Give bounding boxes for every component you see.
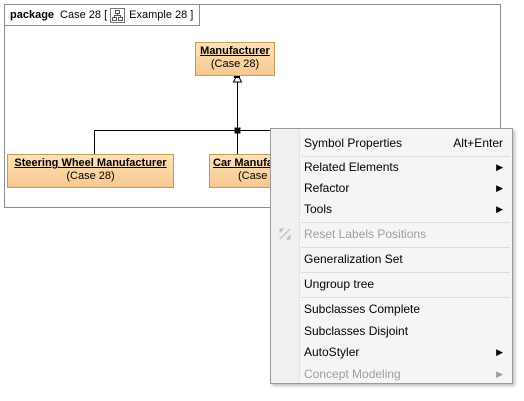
menu-item-label: Subclasses Complete [304,302,421,316]
menu-item-subclasses-complete[interactable]: Subclasses Complete [271,299,512,319]
frame-bracket: ] [190,9,194,21]
class-owner: (Case 28) [210,58,260,70]
class-car-manufacturer[interactable]: Car Manufa (Case 2 [209,154,279,188]
chevron-right-icon: ▶ [496,346,503,357]
menu-item-label: Concept Modeling [304,367,401,381]
menu-item-label: Tools [304,202,333,216]
menu-item-autostyler[interactable]: AutoStyler ▶ [271,342,512,362]
menu-item-symbol-properties[interactable]: Symbol Properties Alt+Enter [271,133,512,153]
menu-item-related-elements[interactable]: Related Elements ▶ [271,157,512,177]
frame-header: package Case 28 [ Example 28 ] [5,5,201,26]
menu-item-concept-modeling[interactable]: Concept Modeling ▶ [271,364,512,384]
menu-item-label: Reset Labels Positions [304,227,427,241]
frame-name: Case 28 [60,9,102,21]
reset-labels-icon [279,228,291,240]
menu-item-label: Related Elements [304,160,399,174]
frame-keyword: package [10,9,55,21]
context-menu: Symbol Properties Alt+Enter Related Elem… [270,128,513,384]
menu-item-generalization-set[interactable]: Generalization Set [271,249,512,269]
class-manufacturer[interactable]: Manufacturer (Case 28) [195,42,275,76]
class-name: Car Manufa [213,157,273,169]
menu-separator [301,222,510,223]
menu-icon-gutter [271,129,300,383]
class-owner: (Case 28) [66,170,115,182]
menu-item-subclasses-disjoint[interactable]: Subclasses Disjoint [271,321,512,341]
chevron-right-icon: ▶ [496,182,503,193]
class-name: Manufacturer [200,45,270,57]
menu-separator [301,272,510,273]
menu-separator [301,297,510,298]
chevron-right-icon: ▶ [496,161,503,172]
chevron-right-icon: ▶ [496,368,503,379]
class-owner: (Case 2 [238,170,277,182]
menu-item-label: Ungroup tree [304,277,375,291]
menu-item-label: Refactor [304,181,350,195]
menu-item-refactor[interactable]: Refactor ▶ [271,178,512,198]
menu-item-label: Generalization Set [304,252,403,266]
menu-item-tools[interactable]: Tools ▶ [271,199,512,219]
chevron-right-icon: ▶ [496,203,503,214]
menu-item-label: Subclasses Disjoint [304,324,409,338]
class-diagram-icon [110,7,126,23]
menu-separator [301,247,510,248]
class-steering-wheel-manufacturer[interactable]: Steering Wheel Manufacturer (Case 28) [7,154,174,188]
diagram-name: Example 28 [129,9,188,21]
menu-item-label: AutoStyler [304,345,360,359]
menu-item-ungroup-tree[interactable]: Ungroup tree [271,274,512,294]
menu-item-label: Symbol Properties [304,136,403,150]
class-name: Steering Wheel Manufacturer [14,157,167,169]
menu-item-shortcut: Alt+Enter [453,136,503,150]
menu-item-reset-labels-positions[interactable]: Reset Labels Positions [271,224,512,244]
menu-separator [301,156,510,157]
